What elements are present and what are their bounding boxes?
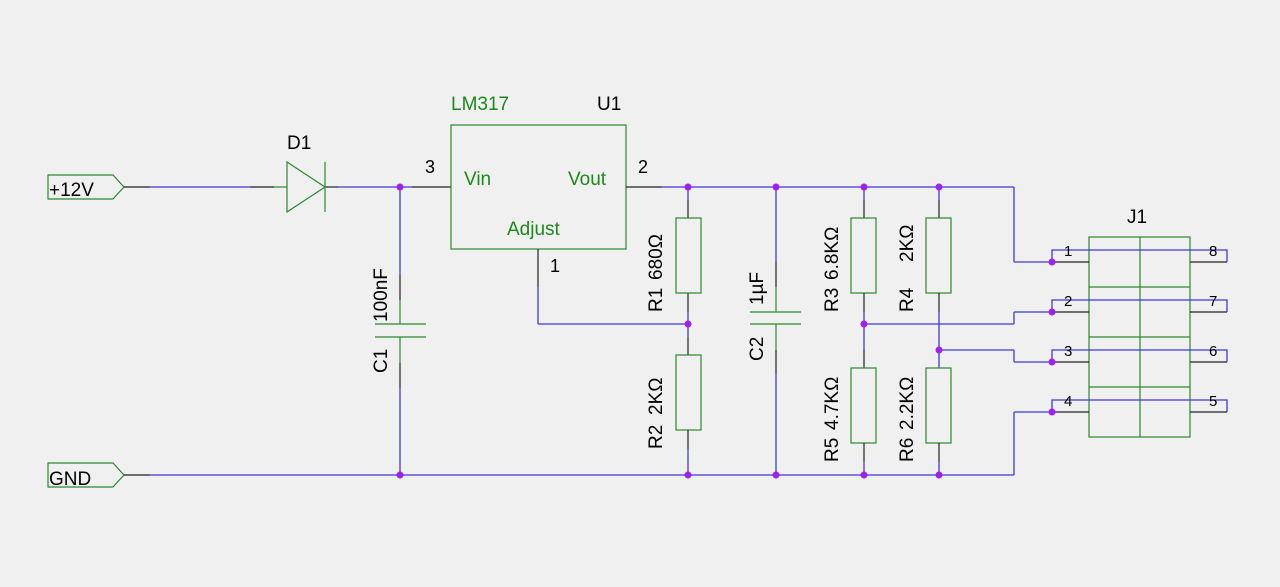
connector-pin-5: 5: [1209, 393, 1217, 410]
diode-ref: D1: [287, 133, 311, 154]
regulator-value: LM317: [451, 94, 509, 115]
net-r3-r5[interactable]: [864, 311, 1052, 325]
pin-number-adjust: 1: [550, 256, 560, 276]
junction-dot: [684, 320, 692, 328]
resistor-r3[interactable]: R3 6.8KΩ: [822, 217, 877, 368]
junction-dot: [1048, 258, 1056, 266]
capacitor-c2[interactable]: C2 1µF: [747, 272, 801, 475]
net-vout[interactable]: [626, 186, 1052, 287]
pin-name-vin: Vin: [464, 169, 491, 190]
resistor-r4[interactable]: R4 2KΩ: [897, 217, 952, 368]
junction-dot: [860, 320, 868, 328]
regulator-ref: U1: [597, 94, 621, 115]
junction-dot: [860, 471, 868, 479]
connector-pin-1: 1: [1064, 243, 1072, 260]
resistor-r2[interactable]: R2 2KΩ: [646, 354, 702, 475]
resistor-value: 2.2KΩ: [897, 377, 918, 430]
flag-shape: [47, 174, 125, 200]
junction-dot: [1048, 358, 1056, 366]
pin-number-vout: 2: [638, 157, 648, 177]
resistor-value: 4.7KΩ: [822, 377, 843, 430]
resistor-ref: R5: [822, 438, 843, 462]
junction-dot: [396, 183, 404, 191]
pin-name-adjust: Adjust: [507, 219, 561, 240]
diode-triangle: [286, 160, 327, 214]
net-r4-r6[interactable]: [939, 349, 1052, 363]
resistor-r6[interactable]: R6 2.2KΩ: [897, 367, 952, 475]
junction-dot: [1048, 308, 1056, 316]
regulator-u1[interactable]: LM317 U1 Vin Vout Adjust 3 2 1: [425, 94, 648, 276]
capacitor-value: 1µF: [747, 272, 768, 305]
flag-label-gnd: GND: [49, 469, 91, 490]
net-adjust[interactable]: [537, 249, 689, 355]
connector-pin-4: 4: [1064, 393, 1072, 410]
connector-leads: [1052, 261, 1227, 413]
junction-dot: [396, 471, 404, 479]
capacitor-ref: C1: [371, 349, 392, 373]
junction-dot: [935, 471, 943, 479]
junction-dot: [772, 471, 780, 479]
capacitor-ref: C2: [747, 337, 768, 361]
junction-dot: [860, 183, 868, 191]
capacitor-c1[interactable]: C1 100nF: [371, 268, 426, 373]
junction-dot: [935, 183, 943, 191]
diode-d1[interactable]: D1: [274, 133, 327, 214]
connector-bridges: [1051, 249, 1228, 412]
resistor-value: 6.8KΩ: [822, 227, 843, 280]
resistor-ref: R6: [897, 438, 918, 462]
resistor-r1[interactable]: R1 680Ω: [646, 217, 702, 312]
resistor-r5[interactable]: R5 4.7KΩ: [822, 367, 877, 475]
connector-pin-8: 8: [1209, 243, 1217, 260]
resistor-ref: R3: [822, 288, 843, 312]
pin-name-vout: Vout: [568, 169, 607, 190]
connector-pin-3: 3: [1064, 343, 1072, 360]
junction-dot: [684, 183, 692, 191]
resistor-value: 2KΩ: [646, 378, 667, 415]
flag-label-12v: +12V: [49, 180, 94, 201]
flag-shape: [47, 462, 125, 488]
pin-number-vin: 3: [425, 157, 435, 177]
capacitor-value: 100nF: [371, 268, 392, 322]
junctions: [396, 183, 1056, 479]
resistor-ref: R4: [897, 287, 918, 312]
junction-dot: [935, 346, 943, 354]
junction-dot: [772, 183, 780, 191]
connector-ref: J1: [1127, 207, 1147, 228]
net-gnd[interactable]: [124, 411, 1052, 476]
resistor-ref: R2: [646, 425, 667, 449]
connector-pin-7: 7: [1209, 293, 1217, 310]
connector-j1[interactable]: J1 1 2 3 4 8 7 6 5: [1051, 207, 1228, 438]
connector-pin-2: 2: [1064, 293, 1072, 310]
power-flag-gnd[interactable]: GND: [47, 462, 125, 490]
net-vin[interactable]: [124, 186, 451, 475]
junction-dot: [1048, 408, 1056, 416]
resistor-value: 2KΩ: [897, 225, 918, 262]
junction-dot: [684, 471, 692, 479]
power-flag-12v[interactable]: +12V: [47, 174, 125, 201]
connector-pin-6: 6: [1209, 343, 1217, 360]
resistor-value: 680Ω: [646, 234, 667, 280]
resistor-ref: R1: [646, 288, 667, 312]
